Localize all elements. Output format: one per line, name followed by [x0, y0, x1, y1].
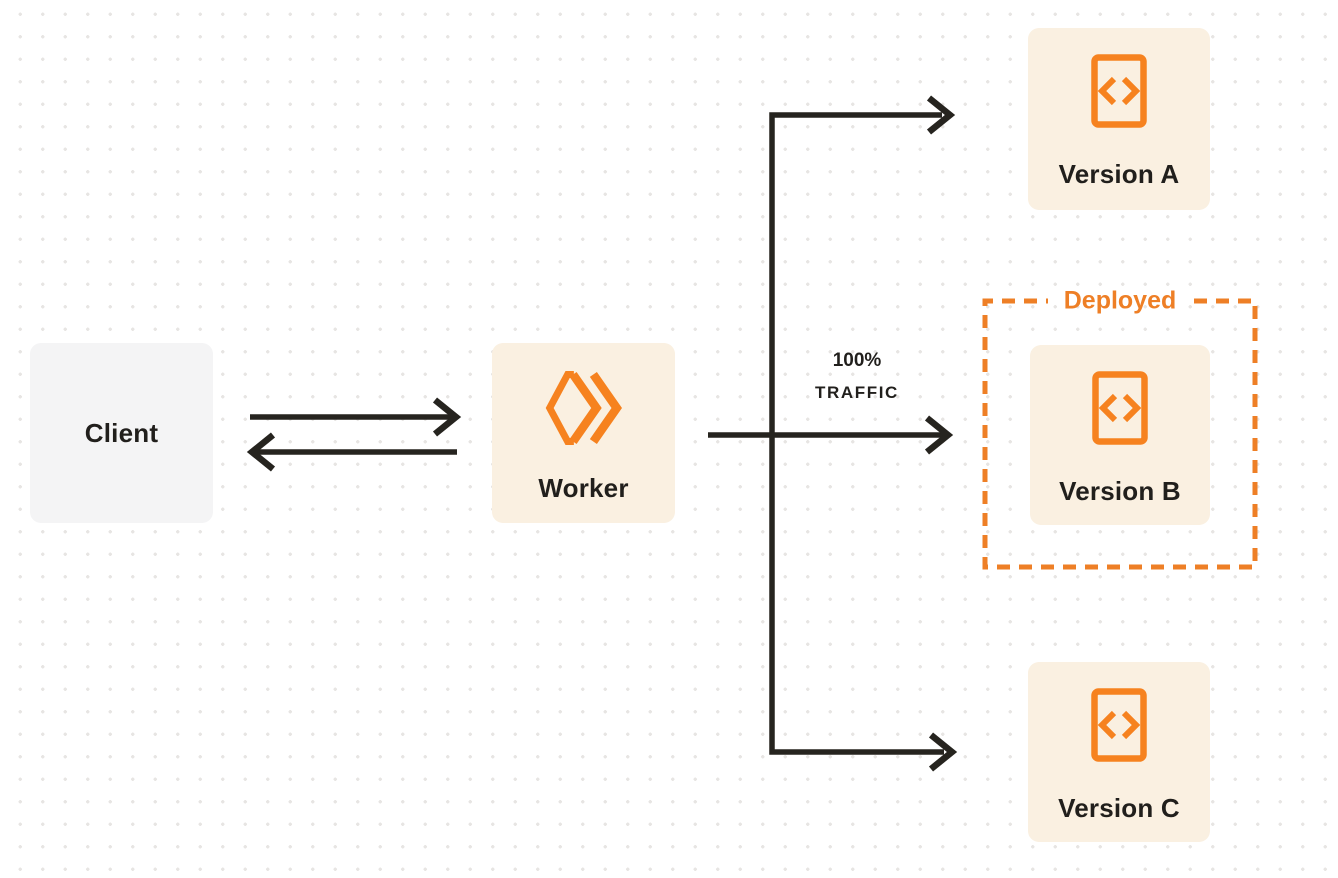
traffic-word: TRAFFIC [815, 383, 899, 402]
arrowhead-to-version-c [928, 732, 958, 772]
worker-node-label: Worker [538, 473, 629, 503]
code-document-icon [1091, 54, 1147, 133]
traffic-percentage-label: 100% TRAFFIC [787, 350, 927, 404]
traffic-percent-value: 100% [832, 350, 882, 371]
version-c-node: Version C [1028, 662, 1210, 842]
client-node-label: Client [84, 417, 159, 448]
version-b-node: Version B [1030, 345, 1210, 525]
client-node: Client [30, 343, 213, 523]
code-document-icon [1091, 688, 1147, 767]
arrow-worker-to-version-b [708, 415, 954, 455]
code-document-icon [1092, 371, 1148, 450]
arrow-worker-to-client [246, 432, 457, 472]
branch-trunk [769, 112, 944, 755]
arrow-client-to-worker [250, 397, 462, 437]
worker-node: Worker [492, 343, 675, 523]
deployed-group-label: Deployed [1063, 286, 1177, 315]
version-b-label: Version B [1059, 476, 1181, 506]
cloudflare-worker-icon [545, 368, 623, 448]
arrowhead-to-version-a [926, 95, 956, 135]
version-a-label: Version A [1058, 159, 1180, 189]
version-a-node: Version A [1028, 28, 1210, 210]
version-c-label: Version C [1058, 793, 1180, 823]
